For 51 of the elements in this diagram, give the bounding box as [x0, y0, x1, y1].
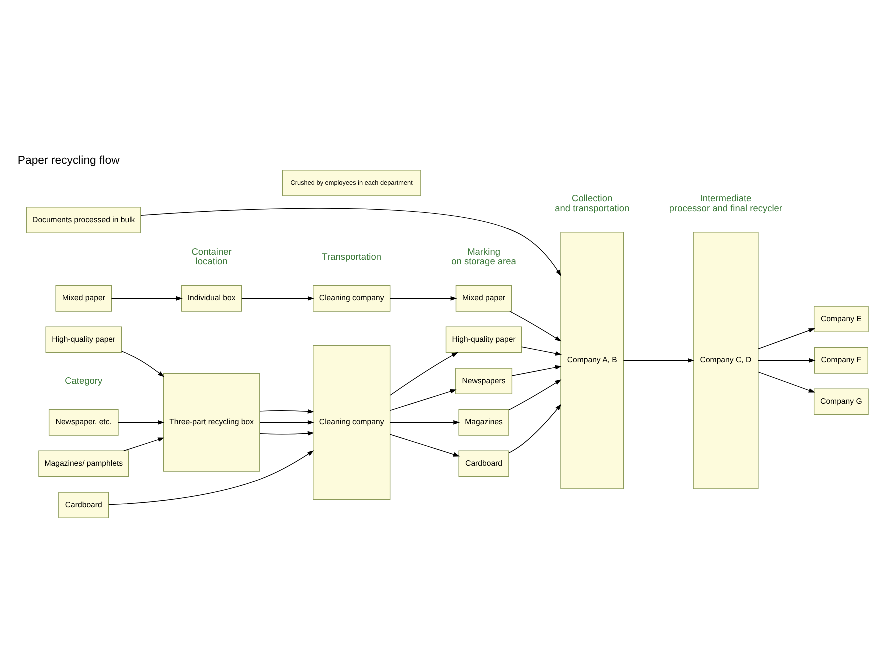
- node-box: Company G: [814, 388, 869, 416]
- node-box: Documents processed in bulk: [26, 207, 142, 234]
- node-box: Cardboard: [458, 450, 510, 478]
- node-box: Newspapers: [456, 368, 513, 394]
- arrow: [124, 438, 165, 452]
- arrow: [508, 380, 562, 411]
- arrow: [510, 311, 562, 342]
- arrow: [242, 296, 314, 301]
- arrow: [260, 420, 314, 425]
- arrow: [108, 450, 314, 506]
- node-box: Magazines/ pamphlets: [38, 450, 130, 478]
- node-box: Company F: [814, 347, 869, 374]
- node-box: Cleaning company: [313, 345, 391, 500]
- arrow: [512, 365, 562, 376]
- arrow: [111, 296, 183, 301]
- node-box: Company E: [814, 306, 869, 332]
- arrow: [390, 296, 458, 301]
- arrow: [508, 404, 562, 454]
- arrow: [758, 372, 816, 393]
- node-box: Magazines: [458, 409, 510, 436]
- arrow: [121, 351, 164, 378]
- arrow: [390, 352, 458, 396]
- arrow: [260, 431, 314, 436]
- node-box: High-quality paper: [446, 326, 522, 354]
- node-box: Cleaning company: [313, 285, 391, 312]
- node-box: Newspaper, etc.: [48, 409, 119, 436]
- arrow: [260, 409, 314, 414]
- node-box: Three-part recycling box: [163, 373, 260, 472]
- node-box: High-quality paper: [46, 326, 122, 354]
- node-box: Company C, D: [693, 232, 759, 490]
- node-box: Cardboard: [58, 492, 110, 518]
- arrow: [623, 358, 694, 363]
- arrow: [390, 434, 460, 457]
- arrow: [140, 208, 562, 277]
- arrow: [521, 346, 562, 356]
- arrow: [118, 420, 165, 425]
- node-box: Mixed paper: [456, 285, 512, 312]
- arrow: [758, 328, 816, 350]
- node-box: Individual box: [182, 285, 242, 312]
- label: Collection and transportation: [555, 193, 630, 214]
- node-box: Mixed paper: [56, 285, 112, 312]
- arrow: [758, 358, 816, 363]
- arrow: [390, 390, 457, 412]
- diagram-title: Paper recycling flow: [18, 154, 120, 167]
- label: Category: [65, 376, 103, 386]
- arrow: [390, 420, 460, 425]
- label: Container location: [192, 246, 232, 267]
- label: Marking on storage area: [452, 246, 516, 267]
- label: Intermediate processor and final recycler: [669, 193, 783, 214]
- label: Transportation: [322, 252, 382, 262]
- node-box: Company A, B: [560, 232, 624, 490]
